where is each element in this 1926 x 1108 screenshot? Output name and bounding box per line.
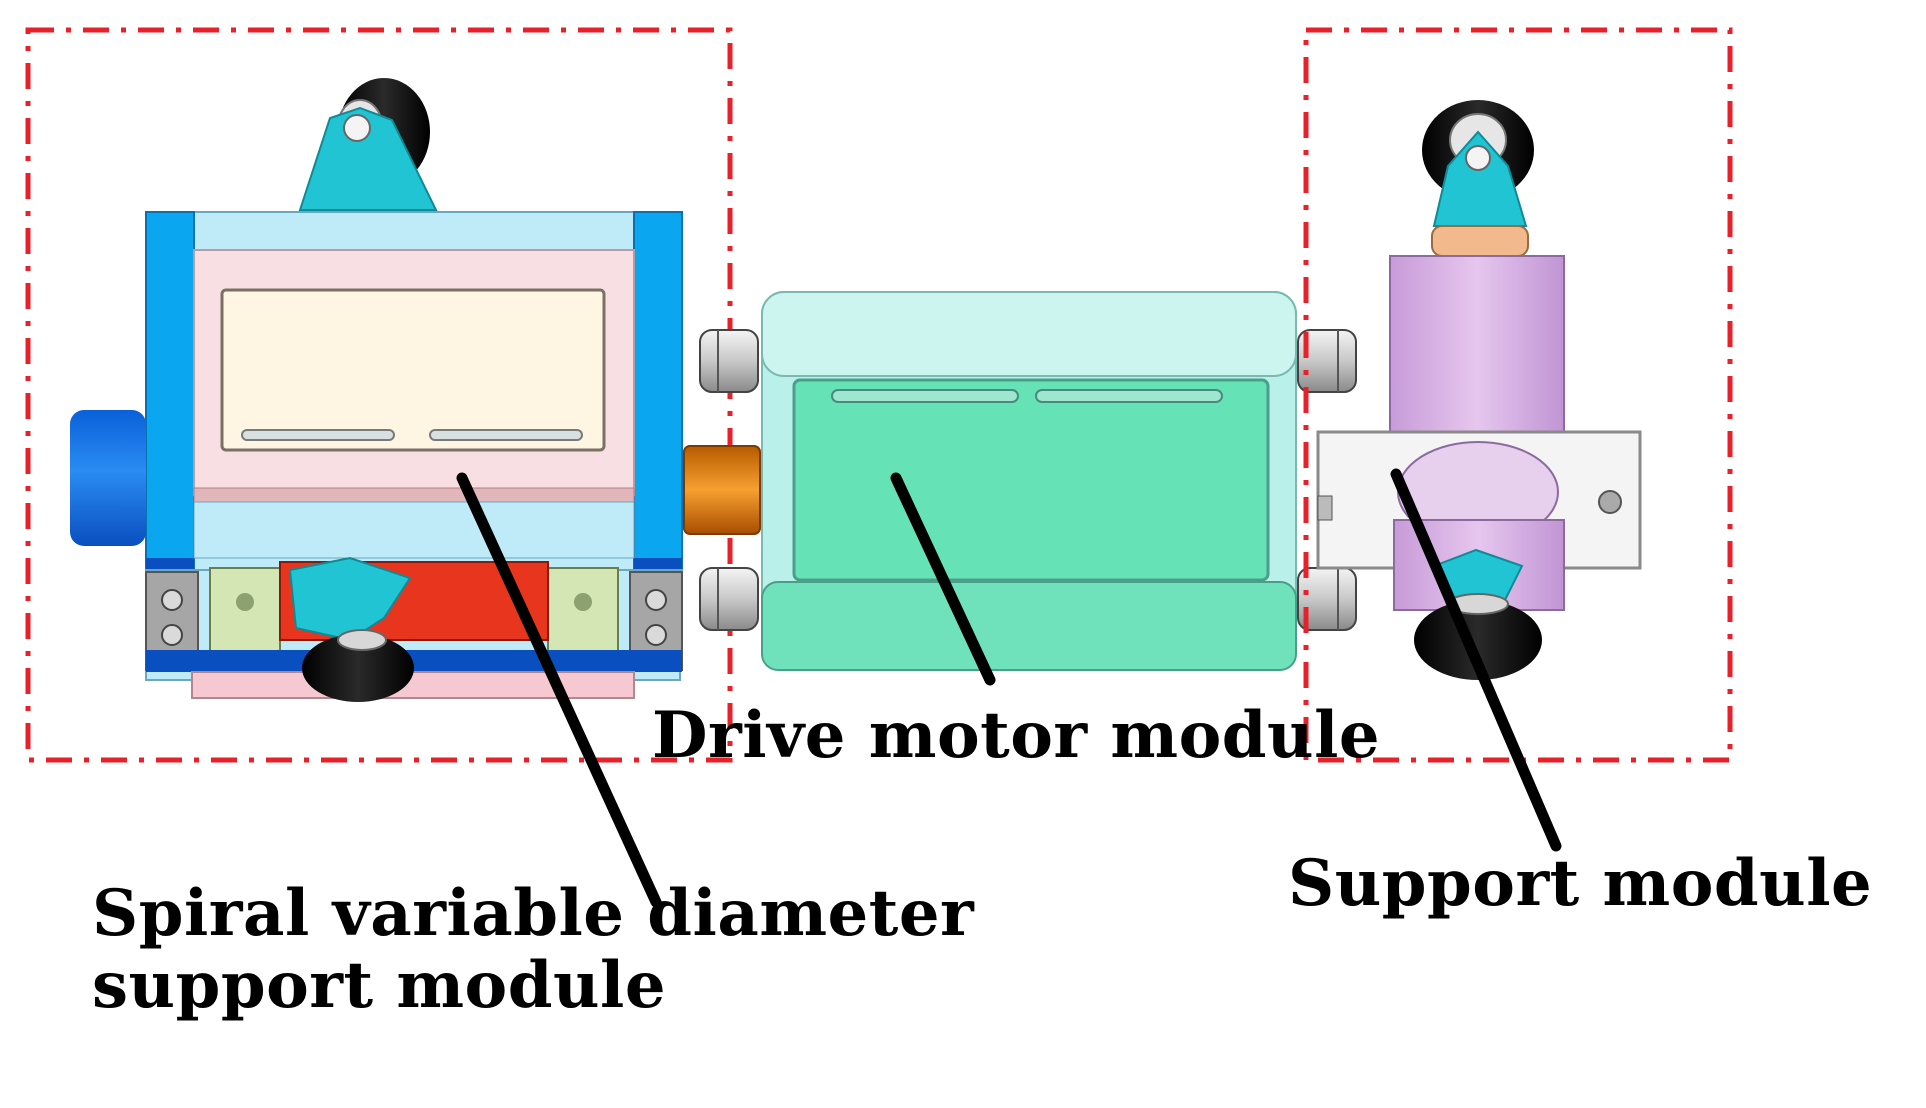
spiral-variable-diameter-support-module-label: Spiral variable diameter support module	[92, 878, 974, 1021]
spiral-variable-diameter-support-module	[25, 27, 733, 763]
support-module-label: Support module	[1288, 846, 1873, 921]
leader-line-drive	[890, 472, 996, 686]
leader-line-support	[1390, 468, 1562, 852]
bottom-wheel-left	[288, 556, 414, 702]
support-module-dashed-box	[1303, 27, 1733, 763]
spiral-label-line-2: support module	[92, 947, 667, 1023]
top-wheel-left	[298, 78, 438, 211]
hex-nuts-left	[699, 329, 759, 631]
hex-nuts-right	[1297, 329, 1357, 631]
spiral-label-line-1: Spiral variable diameter	[92, 876, 975, 951]
top-wheel-right	[1422, 100, 1534, 257]
drive-motor-module	[683, 291, 1357, 671]
spiral-module-dashed-box	[25, 27, 733, 763]
drive-motor-module-label: Drive motor module	[652, 698, 1381, 773]
leader-line-spiral	[456, 472, 662, 908]
support-module	[1303, 27, 1733, 763]
